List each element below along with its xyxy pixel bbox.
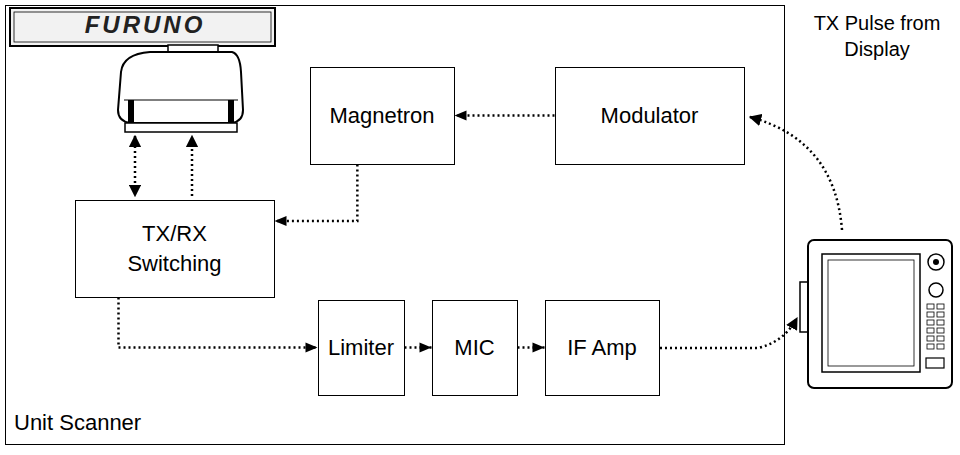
process-box: Limiter xyxy=(318,300,405,396)
radar-antenna xyxy=(10,8,275,132)
brand-logo: FURUNO xyxy=(80,11,210,39)
process-box: MIC xyxy=(432,300,518,396)
display-unit xyxy=(800,240,952,388)
process-box: Magnetron xyxy=(310,67,455,165)
process-box: TX/RX Switching xyxy=(75,200,275,298)
box-label: IF Amp xyxy=(567,333,637,363)
box-label: Modulator xyxy=(601,101,699,131)
unit-region: Unit Scanner Magnetron ModulatorTX/RX Swit… xyxy=(5,5,785,445)
region-label: Unit Scanner xyxy=(14,408,141,438)
box-label: MIC xyxy=(454,333,494,363)
signal-label: TX Pulse from Display xyxy=(812,10,942,62)
box-label: Magnetron xyxy=(329,101,434,131)
signal-arrow xyxy=(405,343,432,353)
signal-arrow xyxy=(455,111,555,121)
box-label: Limiter xyxy=(328,333,394,363)
process-box: Modulator xyxy=(555,67,745,165)
signal-arrow xyxy=(275,165,358,227)
process-box: IF Amp xyxy=(545,300,660,396)
box-label: TX/RX Switching xyxy=(117,219,232,278)
signal-arrow xyxy=(119,298,318,353)
signal-arrow xyxy=(518,343,545,353)
